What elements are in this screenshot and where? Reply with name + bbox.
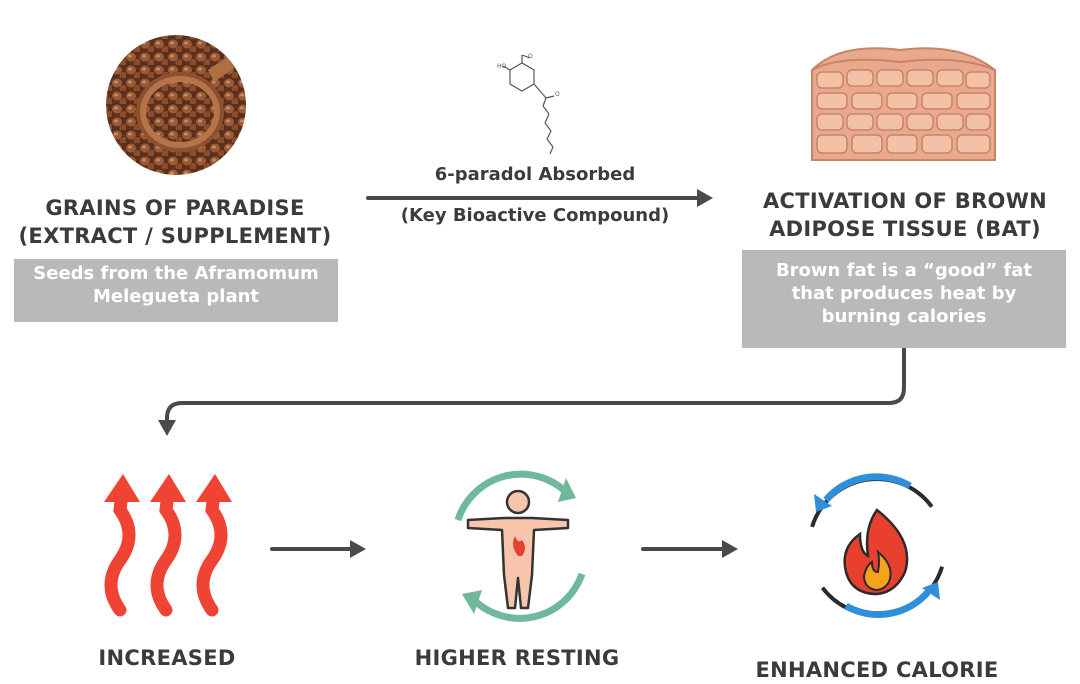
bat-description-box: Brown fat is a “good” fat that produces … <box>742 250 1066 348</box>
calorie-title: ENHANCED CALORIE <box>755 658 999 682</box>
bat-title-line2: ADIPOSE TISSUE (BAT) <box>769 217 1041 241</box>
svg-text:O: O <box>555 91 560 98</box>
metabolism-title: HIGHER RESTING <box>414 646 620 670</box>
grains-description-box: Seeds from the Aframomum Melegueta plant <box>14 259 338 322</box>
thermogenesis-title: INCREASED <box>98 646 236 670</box>
grains-title: GRAINS OF PARADISE (EXTRACT / SUPPLEMENT… <box>10 194 340 250</box>
grains-desc-line2: Melegueta plant <box>92 286 260 307</box>
bat-desc-line3: burning calories <box>821 306 987 327</box>
svg-text:HO: HO <box>497 63 507 70</box>
grains-desc-line1: Seeds from the Aframomum <box>33 263 319 284</box>
grains-title-line2: (EXTRACT / SUPPLEMENT) <box>18 224 332 248</box>
bat-desc-line1: Brown fat is a “good” fat <box>775 260 1033 281</box>
arrow-bat-to-thermogenesis <box>165 346 906 426</box>
bat-title: ACTIVATION OF BROWN ADIPOSE TISSUE (BAT) <box>740 187 1070 243</box>
bat-title-line1: ACTIVATION OF BROWN <box>762 189 1048 213</box>
svg-text:O: O <box>528 53 533 60</box>
grains-title-line1: GRAINS OF PARADISE <box>45 196 305 220</box>
edge-label-absorbed: 6-paradol Absorbed <box>434 164 636 185</box>
edge-sublabel-compound: (Key Bioactive Compound) <box>400 205 670 226</box>
bat-desc-line2: that produces heat by <box>791 283 1017 304</box>
